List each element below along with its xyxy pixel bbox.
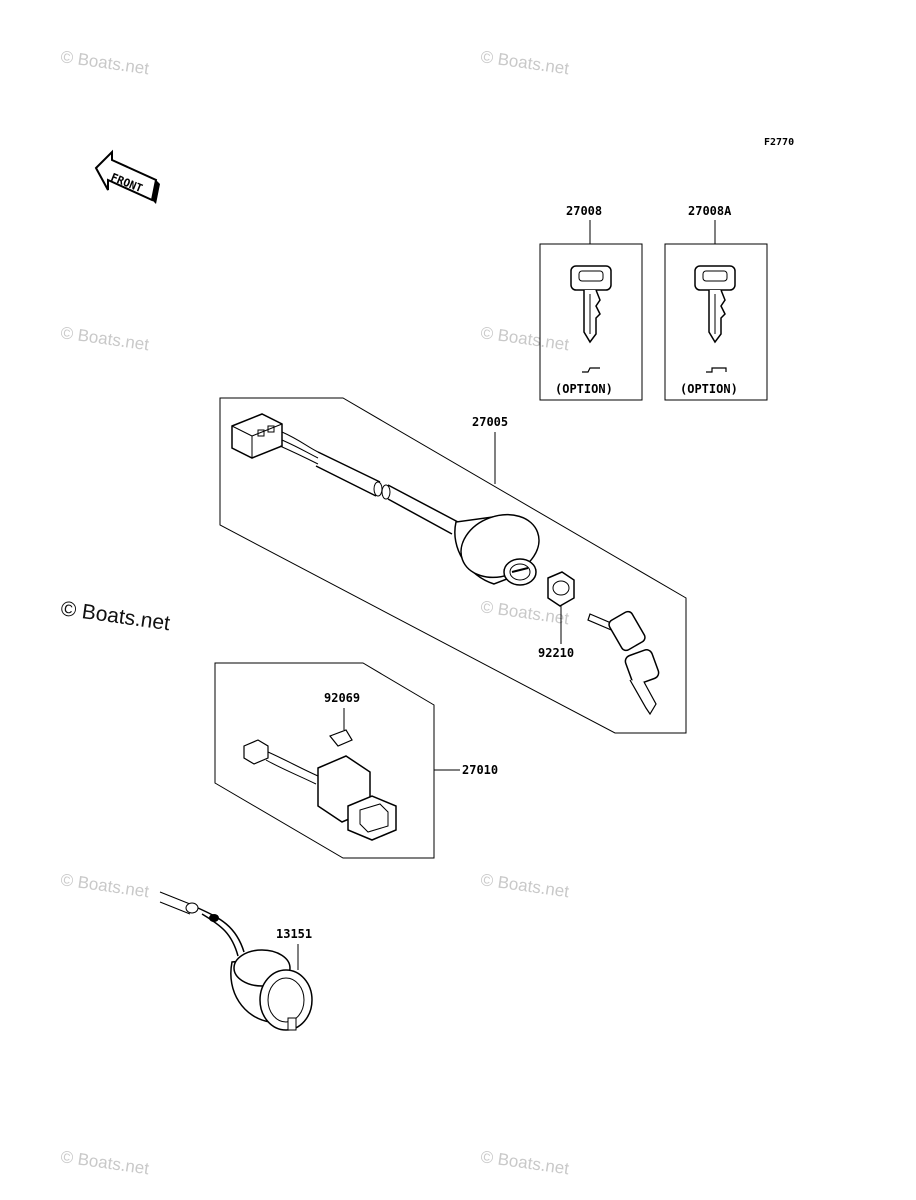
watermark: © Boats.net: [479, 870, 570, 901]
buzzer-13151: 13151: [159, 891, 313, 1031]
watermark: © Boats.net: [479, 47, 570, 78]
connector-icon: [231, 413, 319, 465]
ignition-switch-27005: 27005 922: [219, 397, 687, 734]
part-number-92210: 92210: [538, 646, 574, 660]
nut-icon: [547, 571, 575, 607]
part-number-27008: 27008: [566, 204, 602, 218]
watermark: © Boats.net: [59, 323, 150, 354]
watermark-main: © Boats.net: [59, 597, 171, 635]
part-number-13151: 13151: [276, 927, 312, 941]
watermark: © Boats.net: [59, 47, 150, 78]
option-note: (OPTION): [680, 382, 738, 396]
part-number-27010: 27010: [462, 763, 498, 777]
watermark: © Boats.net: [479, 323, 570, 354]
key-blank-icon: [694, 265, 736, 373]
key-27008: 27008 (OPTION): [539, 204, 643, 401]
part-number-27005: 27005: [472, 415, 508, 429]
watermark: © Boats.net: [479, 1147, 570, 1178]
option-note: (OPTION): [555, 382, 613, 396]
part-number-27008a: 27008A: [688, 204, 732, 218]
switch-body-icon: [454, 513, 540, 586]
part-number-92069: 92069: [324, 691, 360, 705]
switch-assembly-27010: 92069 27010: [214, 662, 498, 859]
bulb-icon: [329, 729, 353, 747]
buzzer-body-icon: [230, 949, 313, 1031]
watermarks: © Boats.net © Boats.net © Boats.net © Bo…: [59, 47, 570, 1178]
front-arrow-icon: FRONT: [94, 149, 160, 204]
ignition-keys-icon: [587, 610, 660, 716]
connector-icon: [243, 739, 319, 785]
key-blank-icon: [570, 265, 612, 373]
figure-code: F2770: [764, 137, 794, 148]
key-27008a: 27008A (OPTION): [664, 204, 768, 401]
watermark: © Boats.net: [59, 1147, 150, 1178]
rocker-switch-icon: [317, 755, 397, 841]
watermark: © Boats.net: [59, 870, 150, 901]
